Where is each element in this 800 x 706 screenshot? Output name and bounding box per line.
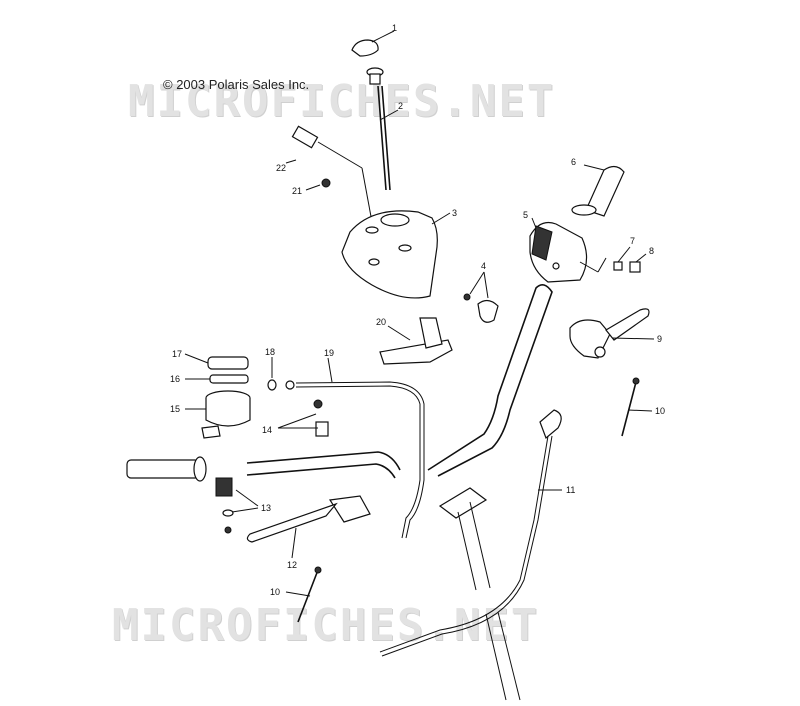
part-18-washer	[267, 357, 277, 391]
watermark-top: MICROFICHES.NET	[128, 76, 556, 127]
part-4-clips	[463, 271, 499, 323]
part-20-bracket	[379, 317, 453, 365]
part-10-bolt-left	[285, 566, 322, 623]
callout-9: 9	[657, 334, 662, 344]
callout-21: 21	[292, 186, 302, 196]
callout-7: 7	[630, 236, 635, 246]
part-8-clip	[629, 253, 647, 273]
callout-6: 6	[571, 157, 576, 167]
callout-18: 18	[265, 347, 275, 357]
callout-15: 15	[170, 404, 180, 414]
callout-19: 19	[324, 348, 334, 358]
part-22-fitting	[285, 125, 373, 223]
callout-20: 20	[376, 317, 386, 327]
part-7-clip	[613, 246, 631, 271]
part-14-clamp	[277, 399, 329, 437]
part-6-grip-right	[571, 164, 625, 217]
part-19-cable	[285, 357, 425, 539]
callout-17: 17	[172, 349, 182, 359]
callout-13: 13	[261, 503, 271, 513]
callout-14: 14	[262, 425, 272, 435]
watermark-bottom: MICROFICHES.NET	[112, 600, 540, 651]
grip-left	[126, 456, 207, 482]
part-9-lever-right	[569, 308, 655, 359]
copyright-notice: © 2003 Polaris Sales Inc.	[163, 77, 310, 92]
part-17-cap	[184, 353, 249, 370]
steering-column	[438, 487, 521, 701]
part-5-throttle-housing	[529, 217, 607, 283]
part-12-lever-left	[246, 495, 371, 559]
part-11-cable	[379, 409, 562, 657]
callout-10-right: 10	[655, 406, 665, 416]
callout-5: 5	[523, 210, 528, 220]
part-1-cap	[351, 30, 395, 57]
callout-4: 4	[481, 261, 486, 271]
callout-12: 12	[287, 560, 297, 570]
part-13-clamp	[215, 477, 259, 534]
callout-2: 2	[398, 101, 403, 111]
callout-16: 16	[170, 374, 180, 384]
callout-1: 1	[392, 23, 397, 33]
part-21-screw	[305, 178, 331, 191]
handlebar	[246, 284, 553, 479]
part-10-bolt-right	[621, 377, 653, 437]
callout-11: 11	[566, 485, 575, 495]
callout-22: 22	[276, 163, 286, 173]
part-16-gasket	[185, 374, 249, 384]
part-3-housing	[341, 210, 451, 299]
callout-10-left: 10	[270, 587, 280, 597]
callout-3: 3	[452, 208, 457, 218]
callout-8: 8	[649, 246, 654, 256]
part-15-reservoir	[185, 390, 251, 439]
part-2-rod	[366, 67, 399, 191]
